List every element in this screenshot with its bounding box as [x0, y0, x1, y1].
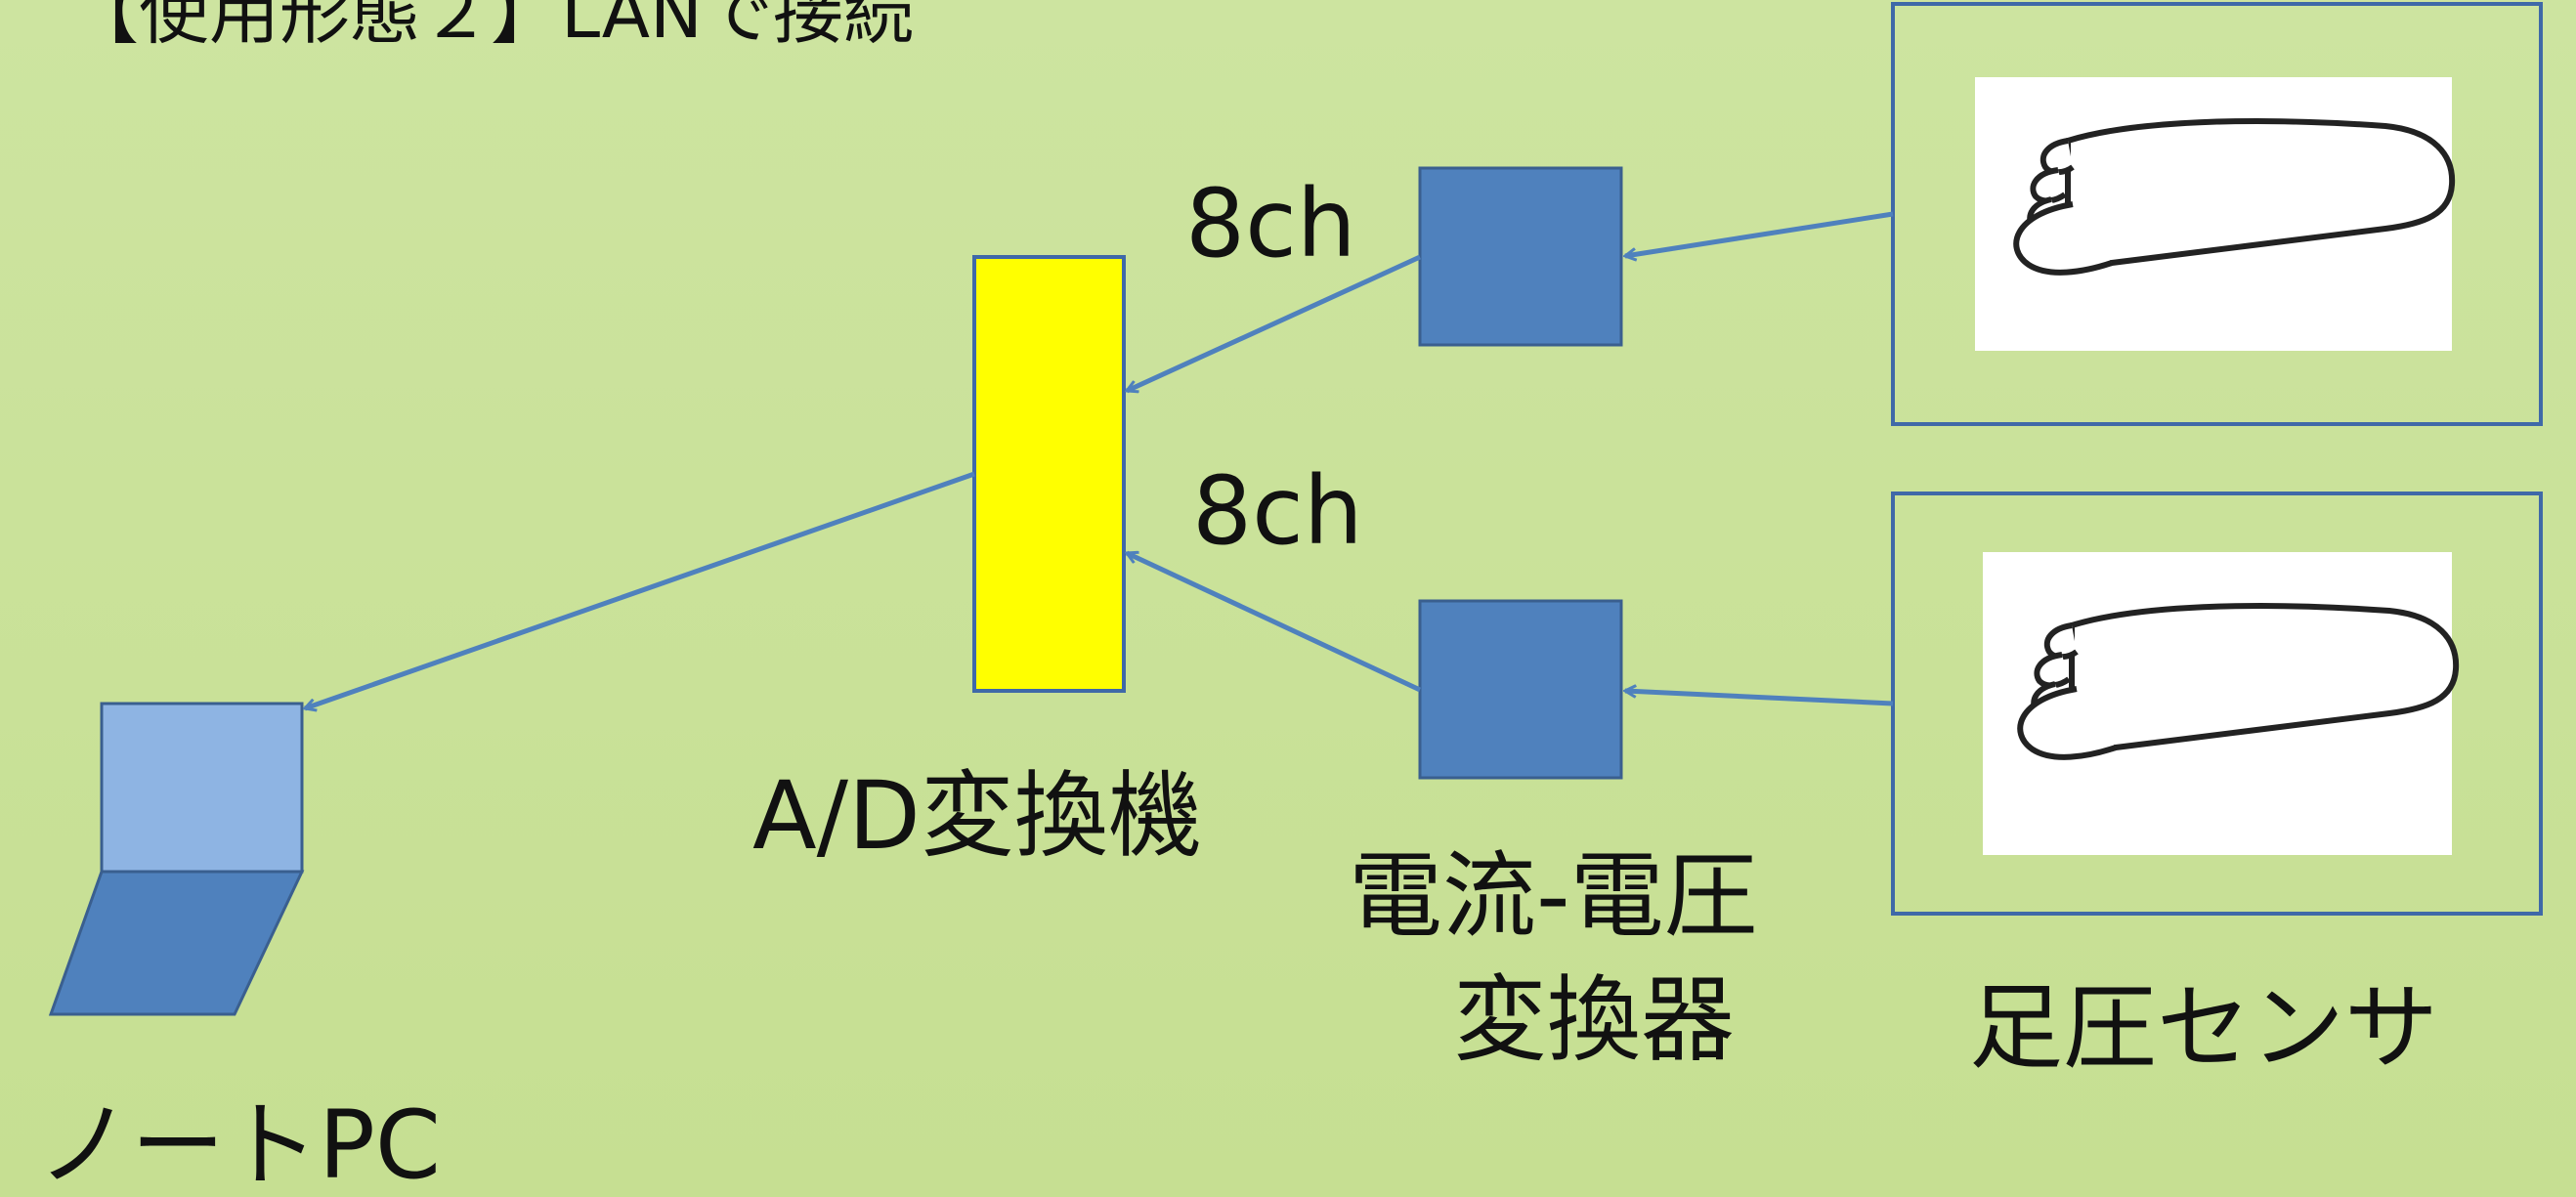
connector-sensor-bottom	[1625, 691, 1894, 706]
channel-label-top: 8ch	[1185, 169, 1356, 278]
connector-converter-bottom	[1127, 553, 1422, 693]
connector-converter-top	[1127, 254, 1422, 391]
page-title: 【使用形態２】LANで接続	[68, 0, 914, 54]
foot-sensor-label: 足圧センサ	[1969, 973, 2438, 1083]
laptop-label: ノートPC	[37, 1090, 441, 1197]
connector-ad-to-laptop	[305, 471, 975, 708]
current-voltage-converter-top	[1418, 166, 1623, 347]
laptop-icon	[48, 702, 305, 1016]
current-voltage-converter-bottom	[1418, 599, 1623, 780]
ad-converter	[972, 255, 1126, 693]
converter-label-line1: 電流-電圧	[1349, 841, 1758, 951]
ad-converter-label: A/D変換機	[752, 761, 1202, 871]
connector-sensor-top	[1625, 211, 1894, 256]
converter-label-line2: 変換器	[1453, 965, 1735, 1075]
channel-label-bottom: 8ch	[1192, 456, 1363, 566]
